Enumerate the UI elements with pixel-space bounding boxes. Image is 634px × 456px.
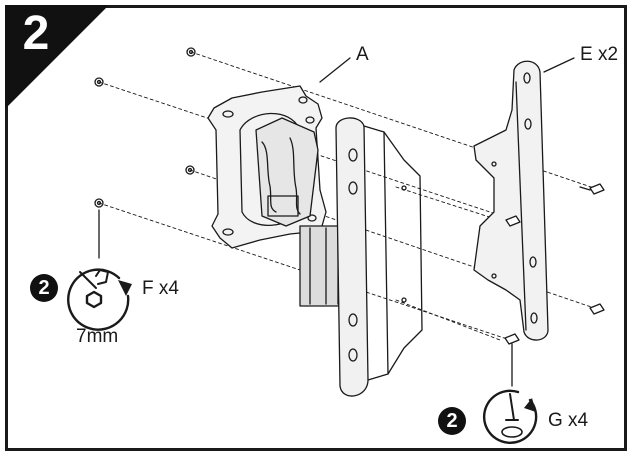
bracket-a-pivot bbox=[255, 117, 349, 307]
badge-step-g: 2 bbox=[438, 407, 466, 435]
wall-rail bbox=[335, 117, 423, 397]
wrench-rotate-icon bbox=[67, 268, 132, 331]
plate-e bbox=[473, 60, 549, 341]
screw-icon bbox=[579, 183, 605, 195]
screw-icon bbox=[589, 303, 605, 315]
leader-line-a bbox=[319, 57, 351, 83]
nut-icon bbox=[186, 47, 196, 57]
label-bracket-a: A bbox=[356, 44, 369, 65]
step-frame bbox=[5, 5, 627, 451]
nut-icon bbox=[94, 77, 104, 87]
leader-line-e bbox=[543, 57, 575, 73]
label-fastener-g: G x4 bbox=[548, 410, 589, 431]
step-corner-triangle bbox=[5, 5, 109, 109]
label-plate-e: E x2 bbox=[580, 44, 619, 65]
screw-icon bbox=[504, 333, 520, 345]
nut-icon bbox=[94, 198, 104, 208]
screw-icon bbox=[505, 215, 521, 227]
nut-icon bbox=[185, 165, 195, 175]
badge-step-f: 2 bbox=[30, 274, 58, 302]
label-fastener-f: F x4 bbox=[142, 278, 179, 299]
step-number: 2 bbox=[22, 7, 50, 60]
label-tool-size: 7mm bbox=[76, 326, 119, 347]
screwdriver-rotate-icon bbox=[482, 389, 538, 444]
